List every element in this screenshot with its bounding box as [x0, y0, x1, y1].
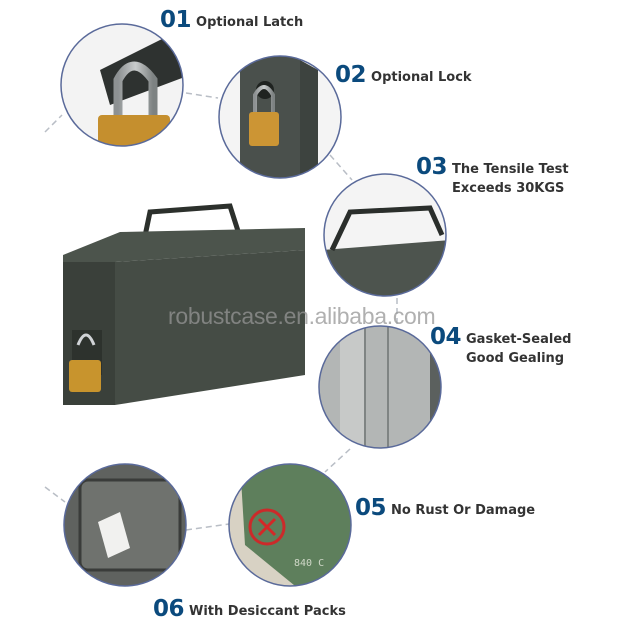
feature-label: With Desiccant Packs — [189, 604, 346, 619]
rust-detail-image: 840 C — [229, 464, 351, 586]
feature-01: 01 Optional Latch — [160, 8, 303, 32]
feature-number: 04 — [430, 324, 462, 350]
feature-number: 01 — [160, 7, 192, 33]
feature-label: No Rust Or Damage — [391, 503, 536, 518]
lock-detail-image — [219, 56, 341, 178]
feature-label: Optional Lock — [371, 70, 472, 85]
feature-05: 05 No Rust Or Damage — [355, 496, 535, 520]
desiccant-detail-image — [64, 464, 186, 586]
watermark: robustcase.en.alibaba.com — [168, 303, 436, 329]
feature-number: 02 — [335, 62, 367, 88]
feature-06: 06 With Desiccant Packs — [153, 597, 346, 621]
feature-label: The Tensile Test — [452, 162, 569, 177]
feature-label-line2: Exceeds 30KGS — [452, 181, 565, 196]
feature-number: 03 — [416, 154, 448, 180]
connector-lines — [44, 92, 398, 531]
latch-detail-image — [61, 24, 183, 146]
feature-number: 05 — [355, 495, 387, 521]
feature-03: 03 The Tensile Test Exceeds 30KGS — [416, 155, 569, 198]
feature-label-line2: Good Gealing — [466, 351, 565, 366]
ammo-box — [63, 203, 305, 405]
feature-label: Gasket-Sealed — [466, 332, 572, 347]
feature-04: 04 Gasket-Sealed Good Gealing — [430, 325, 571, 368]
svg-text:840 C: 840 C — [294, 558, 324, 569]
gasket-detail-image — [319, 326, 441, 448]
feature-number: 06 — [153, 596, 185, 622]
feature-label: Optional Latch — [196, 15, 304, 30]
feature-02: 02 Optional Lock — [335, 63, 472, 87]
handle-detail-image — [324, 174, 446, 296]
